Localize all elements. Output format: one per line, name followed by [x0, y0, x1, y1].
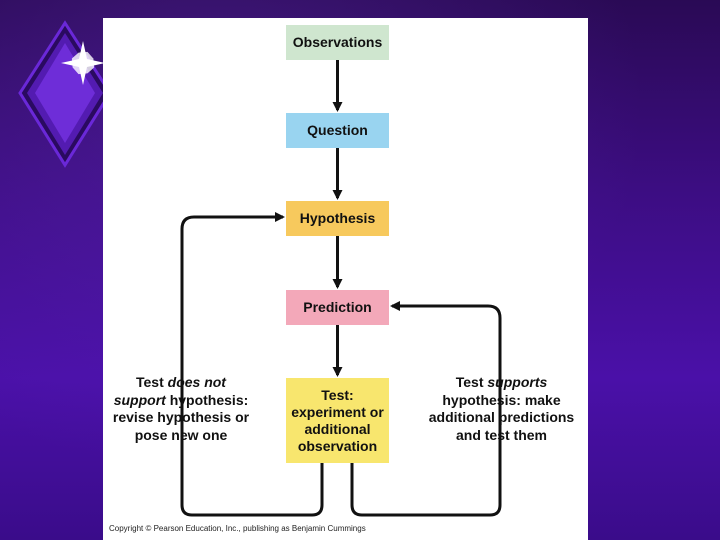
diamond-star-logo-icon — [18, 20, 112, 168]
left-note-text: Test — [136, 374, 168, 390]
observations-label: Observations — [292, 34, 383, 50]
test-label-line1: Test: — [321, 386, 354, 403]
copyright-notice: Copyright © Pearson Education, Inc., pub… — [109, 524, 366, 533]
prediction-label: Prediction — [303, 299, 372, 315]
prediction-box: Prediction — [286, 290, 389, 325]
left-loop-note: Test does not support hypothesis: revise… — [105, 374, 257, 444]
right-note-italic: supports — [487, 374, 548, 390]
test-box: Test: experiment or additional observati… — [286, 378, 389, 463]
test-label-line2: experiment or — [291, 403, 384, 420]
right-note-line3: additional predictions — [428, 409, 575, 425]
test-label-line3: additional — [304, 420, 371, 437]
left-note-line4: pose new one — [134, 426, 228, 443]
hypothesis-box: Hypothesis — [286, 201, 389, 236]
question-box: Question — [286, 113, 389, 148]
left-note-italic-2: support — [113, 391, 166, 408]
right-loop-note: Test supports hypothesis: make additiona… — [420, 374, 583, 444]
right-note-line2: hypothesis: make — [442, 391, 561, 408]
left-note-line3: revise hypothesis or — [112, 409, 250, 425]
loop-left-to-hypothesis — [180, 212, 324, 517]
loop-right-to-prediction — [350, 301, 502, 517]
hypothesis-label: Hypothesis — [299, 210, 376, 226]
left-note-text-2: hypothesis: — [165, 391, 249, 408]
right-note-text: Test — [455, 374, 488, 390]
observations-box: Observations — [286, 25, 389, 60]
test-label-line4: observation — [297, 437, 378, 454]
left-note-italic-1: does not — [167, 374, 226, 390]
right-note-line4: and test them — [455, 426, 547, 443]
question-label: Question — [307, 122, 368, 138]
